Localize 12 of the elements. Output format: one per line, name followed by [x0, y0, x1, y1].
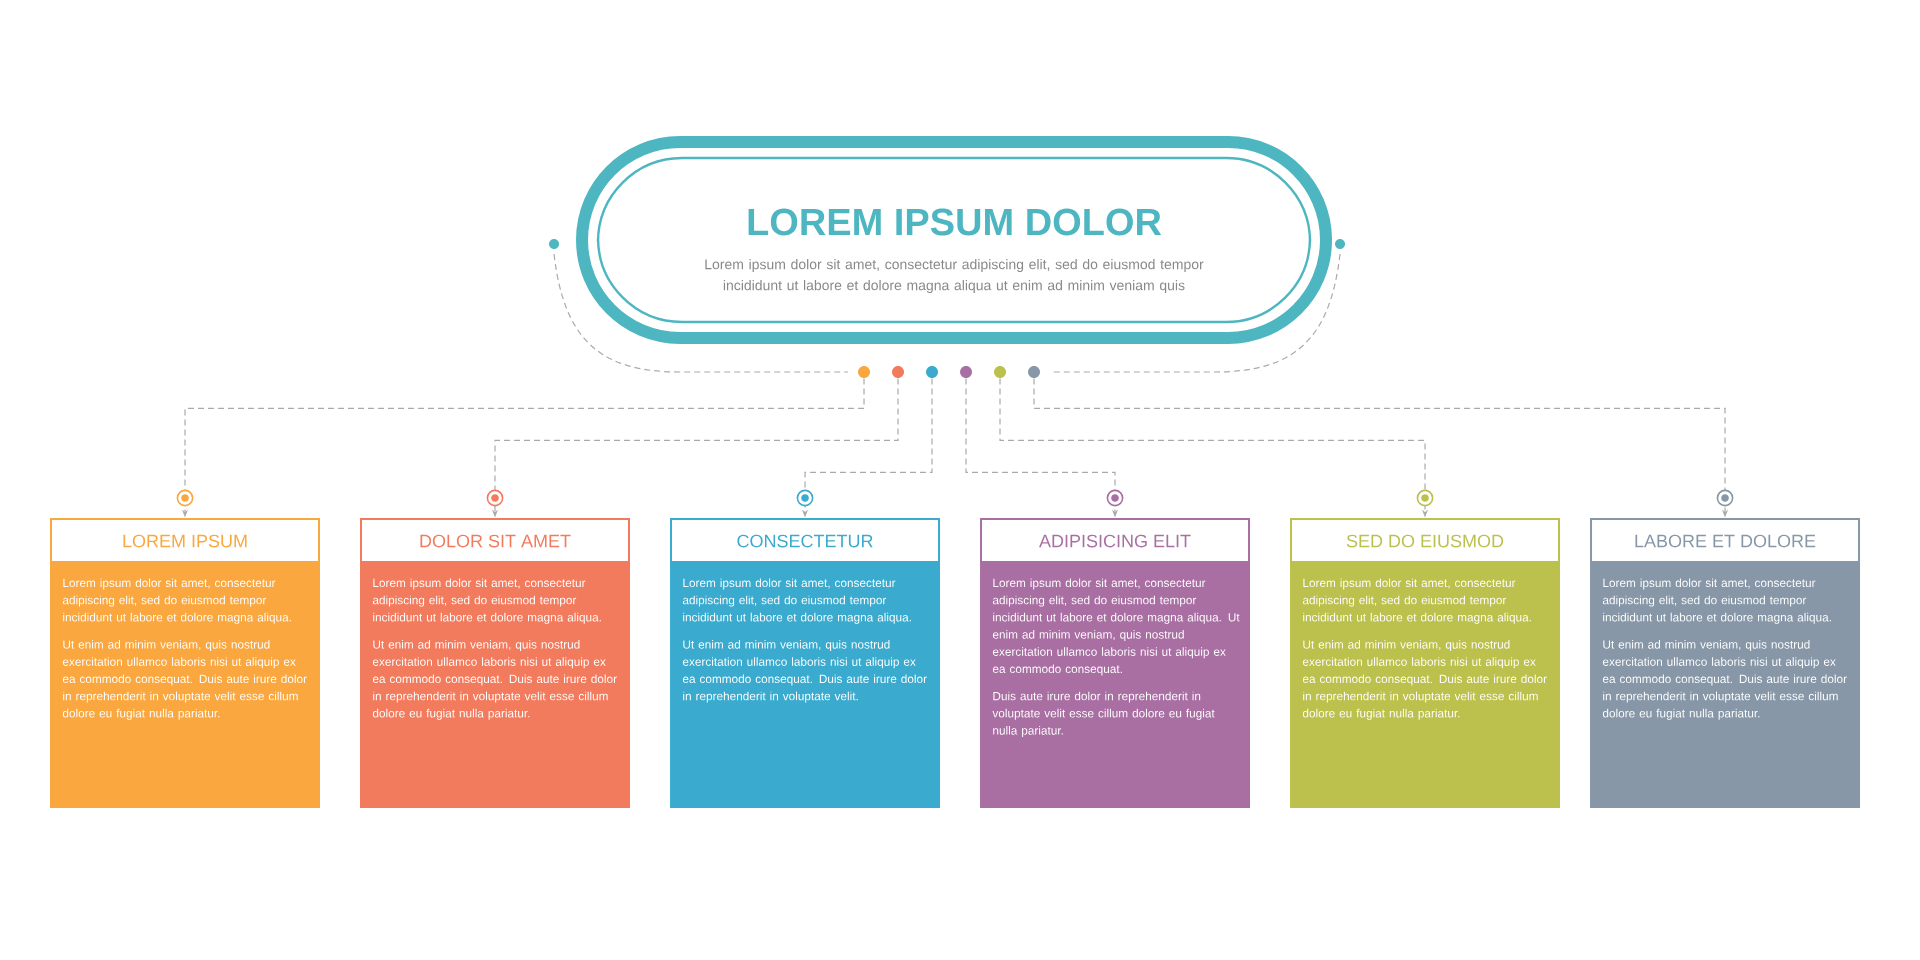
- card-title: LABORE ET DOLORE: [1635, 534, 1816, 548]
- info-card: [360, 518, 630, 808]
- card-title: ADIPISICING ELIT: [1039, 534, 1191, 548]
- info-card: [50, 518, 320, 808]
- info-card: [1290, 518, 1560, 808]
- card-title: SED DO EIUSMOD: [1346, 534, 1504, 548]
- info-card: [1590, 518, 1860, 808]
- info-card: [670, 518, 940, 808]
- info-card: [980, 518, 1250, 808]
- card-title: CONSECTETUR: [737, 534, 873, 548]
- card-title: DOLOR SIT AMET: [420, 534, 571, 548]
- card-title: LOREM IPSUM: [123, 534, 247, 548]
